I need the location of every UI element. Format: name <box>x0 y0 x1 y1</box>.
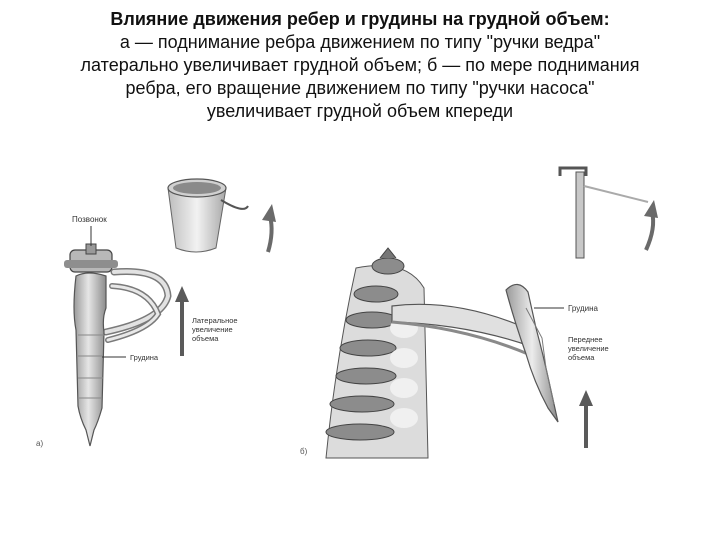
title-heading: Влияние движения ребер и грудины на груд… <box>110 9 610 29</box>
label-vertebra: Позвонок <box>72 215 107 224</box>
label-sternum-a: Грудина <box>130 353 159 362</box>
slide-title: Влияние движения ребер и грудины на груд… <box>20 8 700 123</box>
anterior-up-arrow <box>579 390 593 448</box>
lateral-up-arrow <box>175 286 189 356</box>
sternum-shape <box>73 272 107 447</box>
label-lateral-1: Латеральное <box>192 316 238 325</box>
bucket-illustration <box>167 178 249 253</box>
label-lateral-2: увеличение <box>192 325 233 334</box>
bucket-curved-arrow <box>262 204 276 253</box>
ribs-shape <box>102 268 172 343</box>
label-anterior-3: объема <box>568 353 595 362</box>
title-line-2: а — поднимание ребра движением по типу "… <box>119 32 601 52</box>
panel-letter-a: а) <box>36 439 43 448</box>
sternum-b-shape <box>505 283 559 423</box>
label-sternum-b: Грудина <box>568 304 599 313</box>
label-anterior-1: Переднее <box>568 335 603 344</box>
pump-curved-arrow <box>644 200 658 251</box>
panel-letter-b: б) <box>300 447 308 456</box>
pump-illustration <box>558 166 649 259</box>
figure-a-bucket-handle: Позвонок Латеральное увеличение объема Г… <box>36 178 276 448</box>
title-line-4: ребра, его вращение движением по типу "р… <box>125 78 595 98</box>
spine-column-shape <box>325 247 429 459</box>
figure-b-pump-handle: Грудина Переднее увеличение объема б) <box>300 166 658 459</box>
label-lateral-3: объема <box>192 334 219 343</box>
title-line-3: латерально увеличивает грудной объем; б … <box>80 55 640 75</box>
vertebra-shape <box>64 243 118 273</box>
label-anterior-2: увеличение <box>568 344 609 353</box>
title-line-5: увеличивает грудной объем кпереди <box>206 101 514 121</box>
